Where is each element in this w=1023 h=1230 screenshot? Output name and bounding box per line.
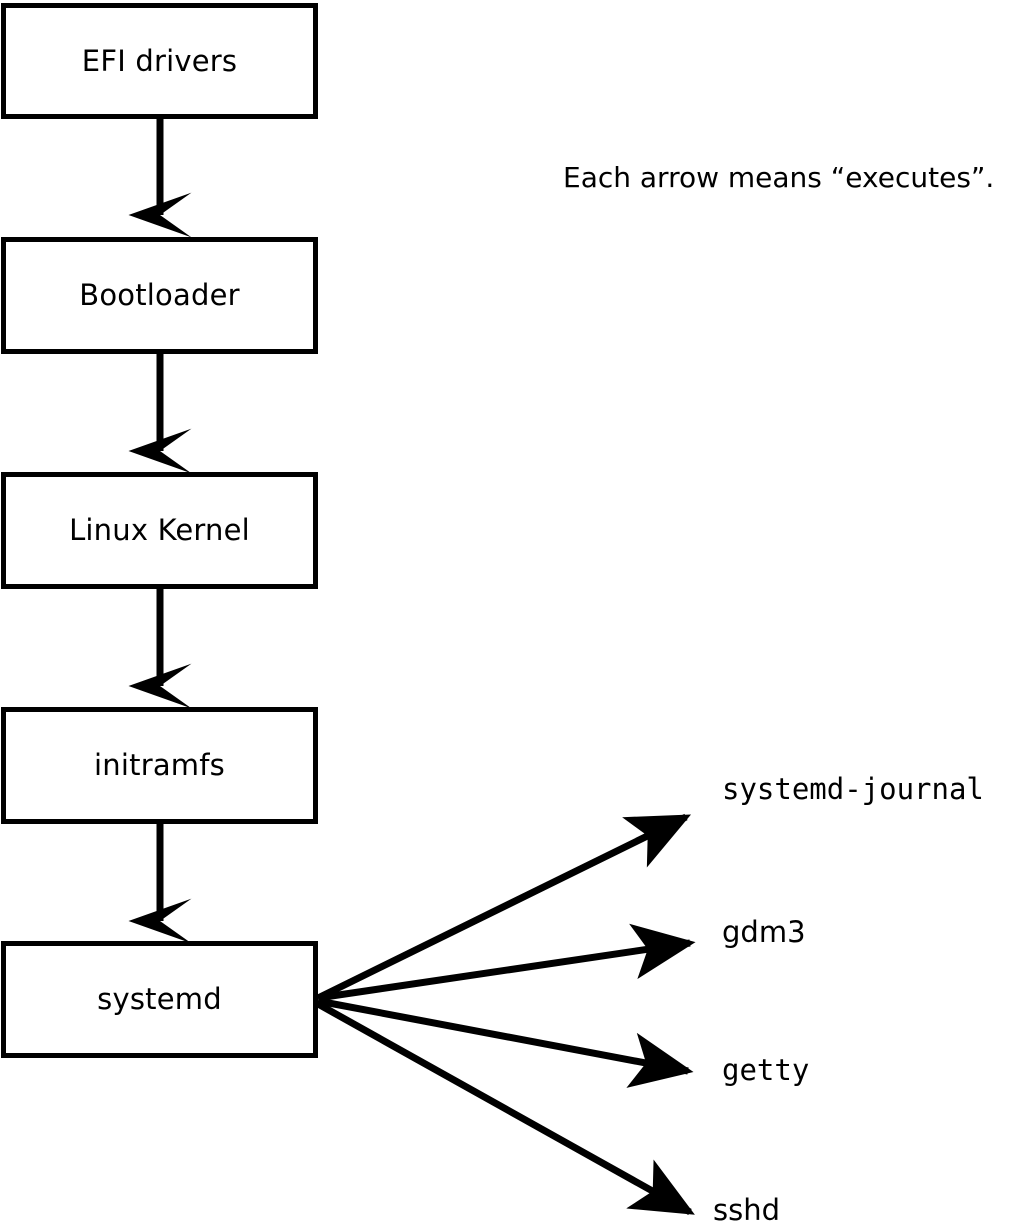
fanout-arrow-systemd-journal — [316, 813, 692, 1002]
node-initramfs-label: initramfs — [94, 748, 225, 782]
node-bootloader[interactable]: Bootloader — [1, 237, 318, 354]
leaf-label-sshd: sshd — [713, 1193, 781, 1227]
node-initramfs[interactable]: initramfs — [1, 707, 318, 824]
node-systemd-label: systemd — [97, 982, 222, 1016]
node-linux-kernel[interactable]: Linux Kernel — [1, 472, 318, 589]
legend-caption: Each arrow means “executes”. — [563, 161, 995, 194]
fanout-arrow-gdm3 — [317, 923, 696, 1002]
fanout-arrow-getty — [317, 997, 694, 1088]
node-efi-drivers-label: EFI drivers — [81, 43, 238, 78]
leaf-label-systemd-journal: systemd-journal — [722, 772, 984, 806]
node-efi-drivers[interactable]: EFI drivers — [1, 3, 318, 119]
node-bootloader-label: Bootloader — [79, 278, 240, 312]
leaf-label-gdm3: gdm3 — [722, 915, 806, 949]
fanout-arrow-sshd — [316, 1000, 695, 1216]
node-systemd[interactable]: systemd — [1, 941, 318, 1058]
node-linux-kernel-label: Linux Kernel — [69, 513, 250, 547]
leaf-label-getty: getty — [722, 1053, 810, 1087]
